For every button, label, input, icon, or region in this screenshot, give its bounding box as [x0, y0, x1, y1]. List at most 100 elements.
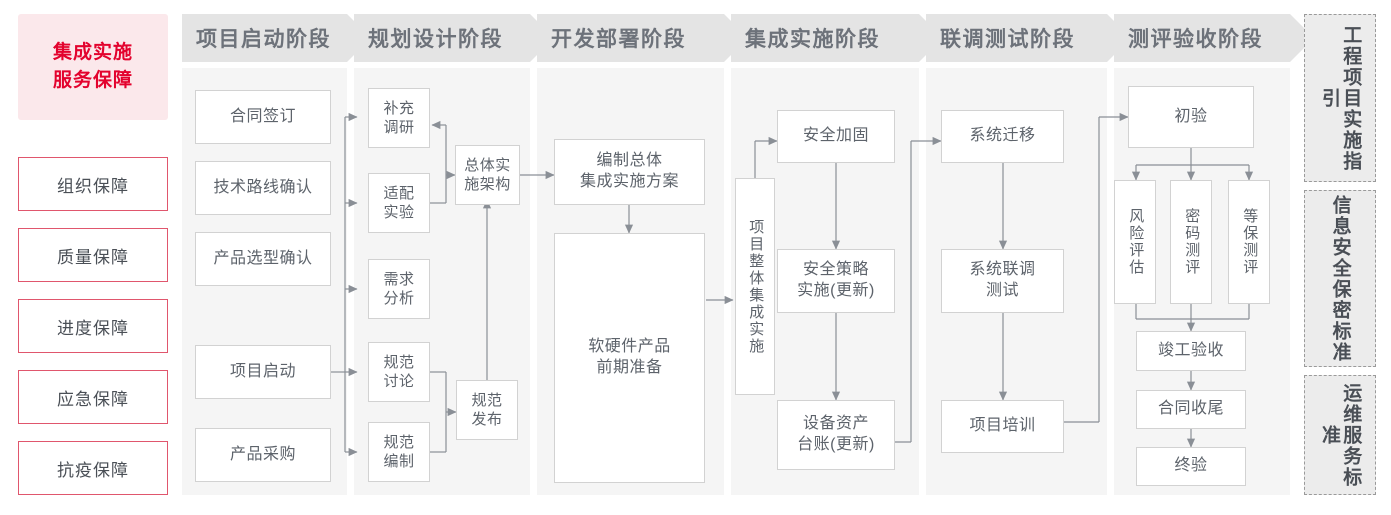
node-cryptography-evaluation[interactable]: 密码测评 [1170, 180, 1212, 304]
rail-item-organization[interactable]: 组织保障 [18, 157, 168, 211]
node-label: 产品采购 [229, 445, 296, 463]
node-label: 密码测评 [1183, 208, 1201, 276]
rail-item-label: 抗疫保障 [57, 460, 129, 480]
node-label-line-1: 补充 [383, 99, 415, 117]
node-system-migration[interactable]: 系统迁移 [941, 110, 1064, 163]
node-label: 项目整体集成实施 [747, 218, 765, 355]
node-label: 合同收尾 [1157, 400, 1224, 418]
node-preliminary-acceptance[interactable]: 初验 [1128, 86, 1254, 148]
node-spec-discussion[interactable]: 规范 讨论 [368, 342, 430, 402]
node-label: 项目启动 [229, 362, 296, 380]
stage-header-5[interactable]: 联调测试阶段 [926, 14, 1131, 62]
node-spec-release[interactable]: 规范 发布 [456, 380, 518, 440]
node-label-line-2: 讨论 [383, 373, 415, 390]
node-equipment-asset-ledger[interactable]: 设备资产 台账(更新) [777, 400, 895, 470]
node-label-line-2: 分析 [383, 290, 415, 307]
node-label: 安全加固 [802, 127, 869, 145]
rail-item-label: 质量保障 [57, 247, 129, 267]
node-label-line-2: 编制 [383, 453, 415, 470]
node-label: 竣工验收 [1157, 341, 1224, 359]
stage-title: 项目启动阶段 [196, 28, 331, 51]
node-label-line-2: 实验 [383, 204, 415, 221]
node-final-acceptance[interactable]: 终验 [1136, 447, 1246, 486]
stage-header-1[interactable]: 项目启动阶段 [182, 14, 371, 62]
node-adaptation-test[interactable]: 适配 实验 [368, 173, 430, 233]
node-label: 风险评估 [1127, 208, 1145, 276]
node-draft-overall-integration-plan[interactable]: 编制总体 集成实施方案 [554, 139, 705, 205]
node-label-line-1: 编制总体 [596, 152, 663, 170]
node-overall-implementation-architecture[interactable]: 总体实 施架构 [455, 145, 520, 205]
node-label-line-2: 施架构 [464, 176, 511, 193]
node-label: 项目培训 [969, 417, 1036, 435]
stage-header-4[interactable]: 集成实施阶段 [731, 14, 943, 62]
node-label: 产品选型确认 [213, 249, 313, 267]
node-product-selection-confirm[interactable]: 产品选型确认 [195, 232, 331, 286]
left-rail-title-line-2: 服务保障 [52, 70, 133, 91]
rail-item-quality[interactable]: 质量保障 [18, 228, 168, 282]
node-system-joint-debug-test[interactable]: 系统联调 测试 [941, 249, 1064, 313]
node-label-line-2: 调研 [383, 119, 415, 136]
left-rail-title-line-1: 集成实施 [52, 42, 133, 64]
rail-item-emergency[interactable]: 应急保障 [18, 370, 168, 424]
right-rail-ops-service-standard[interactable]: 运维服务标准 [1304, 375, 1376, 495]
left-rail-title: 集成实施 服务保障 [18, 14, 168, 120]
rail-item-schedule[interactable]: 进度保障 [18, 299, 168, 353]
stage-title: 集成实施阶段 [745, 28, 880, 51]
node-mlps-evaluation[interactable]: 等保测评 [1228, 180, 1270, 304]
node-project-kickoff[interactable]: 项目启动 [195, 345, 331, 399]
node-product-procurement[interactable]: 产品采购 [195, 428, 331, 482]
node-label-line-1: 安全策略 [802, 261, 869, 279]
node-label: 等保测评 [1241, 208, 1259, 276]
node-security-policy-implementation[interactable]: 安全策略 实施(更新) [777, 249, 895, 313]
node-risk-assessment[interactable]: 风险评估 [1114, 180, 1156, 304]
node-overall-project-integration[interactable]: 项目整体集成实施 [735, 178, 775, 395]
node-hardware-software-preparation[interactable]: 软硬件产品 前期准备 [554, 233, 705, 483]
chevron-right-icon [1290, 14, 1314, 62]
node-label: 终验 [1174, 457, 1208, 475]
node-supplementary-research[interactable]: 补充 调研 [368, 88, 430, 148]
rail-item-epidemic[interactable]: 抗疫保障 [18, 441, 168, 495]
node-label-line-2: 测试 [985, 282, 1019, 299]
node-completion-acceptance[interactable]: 竣工验收 [1136, 331, 1246, 371]
node-label-line-1: 规范 [383, 433, 415, 451]
node-label-line-1: 需求 [383, 270, 415, 288]
rail-item-label: 进度保障 [57, 318, 129, 338]
node-tech-route-confirm[interactable]: 技术路线确认 [195, 161, 331, 215]
node-spec-drafting[interactable]: 规范 编制 [368, 422, 430, 482]
right-rail-label: 信息安全保密标准 [1329, 194, 1351, 363]
stage-title: 开发部署阶段 [551, 28, 686, 51]
node-label-line-1: 软硬件产品 [588, 338, 671, 356]
node-label: 技术路线确认 [213, 178, 313, 196]
node-label: 合同签订 [229, 107, 296, 125]
node-requirement-analysis[interactable]: 需求 分析 [368, 259, 430, 319]
right-rail-security-standard[interactable]: 信息安全保密标准 [1304, 190, 1376, 367]
stage-title: 测评验收阶段 [1128, 28, 1263, 51]
node-security-hardening[interactable]: 安全加固 [777, 110, 895, 163]
stage-header-3[interactable]: 开发部署阶段 [537, 14, 748, 62]
stage-title: 联调测试阶段 [940, 28, 1075, 51]
node-label-line-2: 发布 [471, 411, 503, 428]
right-rail-label: 运维服务标准 [1319, 382, 1362, 488]
node-label: 初验 [1174, 107, 1208, 125]
node-label-line-2: 台账(更新) [797, 436, 875, 453]
node-contract-signing[interactable]: 合同签订 [195, 90, 331, 144]
right-rail-label: 工程项目实施指引 [1319, 24, 1362, 172]
right-rail-engineering-guideline[interactable]: 工程项目实施指引 [1304, 14, 1376, 182]
rail-item-label: 应急保障 [57, 389, 129, 409]
stage-title: 规划设计阶段 [368, 28, 503, 51]
node-label-line-2: 前期准备 [596, 359, 663, 376]
rail-item-label: 组织保障 [57, 176, 129, 196]
node-label-line-1: 规范 [471, 391, 503, 409]
node-label: 系统迁移 [969, 127, 1036, 145]
stage-header-2[interactable]: 规划设计阶段 [354, 14, 554, 62]
node-label-line-1: 适配 [383, 184, 415, 202]
node-label-line-1: 总体实 [464, 156, 511, 174]
node-contract-closeout[interactable]: 合同收尾 [1136, 390, 1246, 429]
node-label-line-1: 系统联调 [969, 261, 1036, 279]
node-label-line-2: 集成实施方案 [579, 173, 679, 190]
node-label-line-1: 规范 [383, 353, 415, 371]
node-project-training[interactable]: 项目培训 [941, 400, 1064, 453]
node-label-line-1: 设备资产 [802, 415, 869, 433]
stage-header-6[interactable]: 测评验收阶段 [1114, 14, 1314, 62]
